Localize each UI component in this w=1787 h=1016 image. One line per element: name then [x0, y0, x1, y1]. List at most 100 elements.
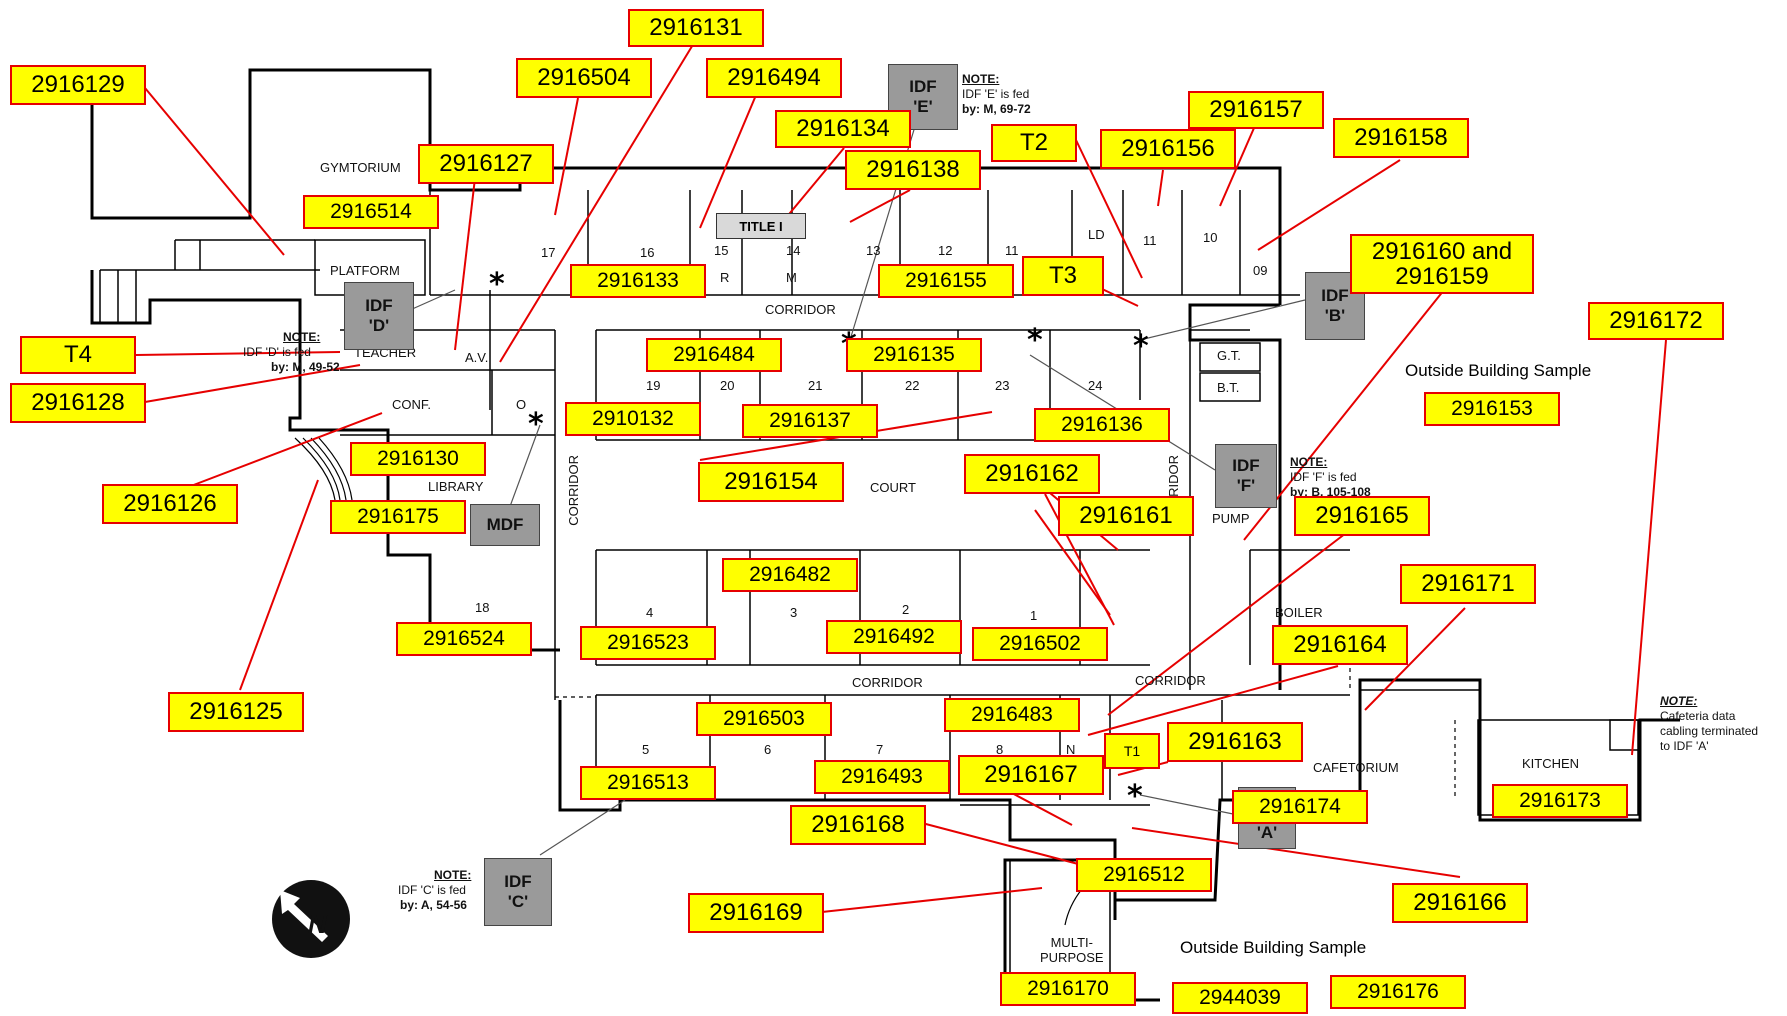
sample-label[interactable]: 2916126 [102, 484, 238, 524]
sample-label[interactable]: 2916514 [303, 195, 439, 229]
sample-label[interactable]: 2916173 [1492, 784, 1628, 818]
sample-label[interactable]: 2916137 [742, 404, 878, 438]
sample-label[interactable]: T2 [991, 124, 1077, 162]
room-20: 20 [720, 378, 735, 393]
room-12: 12 [938, 243, 953, 258]
room-14-m: M [786, 270, 797, 285]
sample-label[interactable]: 2916494 [706, 58, 842, 98]
sample-label[interactable]: 2916154 [698, 462, 844, 502]
sample-label[interactable]: 2916125 [168, 692, 304, 732]
sample-label[interactable]: T4 [20, 336, 136, 374]
sample-label[interactable]: 2916128 [10, 383, 146, 423]
sample-label[interactable]: 2916161 [1058, 496, 1194, 536]
note-line: IDF 'F' is fed [1290, 470, 1357, 484]
room-17: 17 [541, 245, 556, 260]
idf-e-box: IDF 'E' [888, 64, 958, 130]
sample-label[interactable]: 2916130 [350, 442, 486, 476]
sample-label[interactable]: 2916155 [878, 264, 1014, 298]
sample-label[interactable]: 2916504 [516, 58, 652, 98]
sample-label[interactable]: 2916131 [628, 9, 764, 47]
sample-label[interactable]: 2916136 [1034, 408, 1170, 442]
room-8: 8 [996, 742, 1004, 757]
sample-label[interactable]: 2916493 [814, 760, 950, 794]
sample-label[interactable]: 2916134 [775, 110, 911, 148]
room-o: O [516, 397, 527, 412]
room-cafetorium: CAFETORIUM [1313, 760, 1399, 775]
room-2: 2 [902, 602, 910, 617]
room-6: 6 [764, 742, 772, 757]
sample-label[interactable]: 2916171 [1400, 564, 1536, 604]
sample-label[interactable]: 2916129 [10, 65, 146, 105]
sample-label[interactable]: 2916503 [696, 702, 832, 736]
corridor-vertical-right: RIDOR [1166, 455, 1181, 497]
sample-label[interactable]: 2916523 [580, 626, 716, 660]
sample-label[interactable]: 2916153 [1424, 392, 1560, 426]
sample-label[interactable]: T3 [1022, 256, 1104, 296]
sample-label[interactable]: 2916502 [972, 627, 1108, 661]
sample-label[interactable]: 2916172 [1588, 302, 1724, 340]
room-boiler: BOILER [1275, 605, 1323, 620]
room-23: 23 [995, 378, 1010, 393]
sample-label[interactable]: 2916127 [418, 144, 554, 184]
sample-label[interactable]: 2916483 [944, 698, 1080, 732]
sample-label[interactable]: 2916163 [1167, 722, 1303, 762]
compass-letter: N [308, 909, 328, 939]
room-1: 1 [1030, 608, 1038, 623]
sample-label[interactable]: 2916166 [1392, 883, 1528, 923]
note-line: by: B, 105-108 [1290, 485, 1371, 499]
sample-label[interactable]: 2916160 and 2916159 [1350, 234, 1534, 294]
room-3: 3 [790, 605, 798, 620]
note-line: IDF 'C' is fed [398, 883, 466, 897]
room-09: 09 [1253, 263, 1268, 278]
room-21: 21 [808, 378, 823, 393]
sample-label[interactable]: 2916484 [646, 338, 782, 372]
note-idf-e: NOTE: IDF 'E' is fed by: M, 69-72 [962, 72, 1031, 117]
room-n: N [1066, 742, 1076, 757]
room-library: LIBRARY [428, 479, 484, 494]
sample-label[interactable]: 2916170 [1000, 972, 1136, 1006]
room-13: 13 [866, 243, 881, 258]
note-idf-c: NOTE: IDF 'C' is fed by: A, 54-56 [398, 868, 471, 913]
sample-label[interactable]: 2944039 [1172, 982, 1308, 1014]
sample-label[interactable]: 2916138 [845, 150, 981, 190]
sample-label[interactable]: 2916135 [846, 338, 982, 372]
note-line: IDF 'E' is fed [962, 87, 1030, 101]
sample-label[interactable]: 2916176 [1330, 975, 1466, 1009]
room-4: 4 [646, 605, 654, 620]
sample-label[interactable]: 2910132 [565, 402, 701, 436]
cable-drop-marker: * [528, 407, 544, 442]
sample-label[interactable]: 2916162 [964, 454, 1100, 494]
sample-label[interactable]: 2916157 [1188, 91, 1324, 129]
sample-label[interactable]: 2916164 [1272, 625, 1408, 665]
room-gymtorium: GYMTORIUM [320, 160, 401, 175]
note-line: by: M, 49-52 [271, 360, 340, 374]
sample-label[interactable]: 2916174 [1232, 790, 1368, 824]
room-15: 15 [714, 243, 729, 258]
sample-label[interactable]: 2916492 [826, 620, 962, 654]
cable-drop-marker: * [489, 267, 505, 302]
room-11b: 11 [1143, 233, 1157, 248]
room-conf: CONF. [392, 397, 431, 412]
sample-label[interactable]: 2916482 [722, 558, 858, 592]
room-platform: PLATFORM [330, 263, 400, 278]
sample-label[interactable]: 2916158 [1333, 118, 1469, 158]
sample-label[interactable]: T1 [1104, 733, 1160, 769]
sample-label[interactable]: 2916513 [580, 766, 716, 800]
sample-label[interactable]: 2916512 [1076, 858, 1212, 892]
room-16: 16 [640, 245, 655, 260]
corridor-vertical-left: CORRIDOR [566, 455, 581, 526]
mdf-box: MDF [470, 504, 540, 546]
sample-label[interactable]: 2916175 [330, 500, 466, 534]
sample-label[interactable]: 2916167 [958, 755, 1104, 795]
sample-label[interactable]: 2916165 [1294, 496, 1430, 536]
room-multipurpose: MULTI- PURPOSE [1040, 935, 1104, 965]
sample-label[interactable]: 2916169 [688, 893, 824, 933]
sample-label[interactable]: 2916133 [570, 264, 706, 298]
sample-label[interactable]: 2916524 [396, 622, 532, 656]
sample-label[interactable]: 2916168 [790, 805, 926, 845]
room-18: 18 [475, 600, 490, 615]
room-pump: PUMP [1212, 511, 1250, 526]
note-heading: NOTE: [283, 330, 321, 344]
idf-c-box: IDF 'C' [484, 858, 552, 926]
sample-label[interactable]: 2916156 [1100, 129, 1236, 169]
